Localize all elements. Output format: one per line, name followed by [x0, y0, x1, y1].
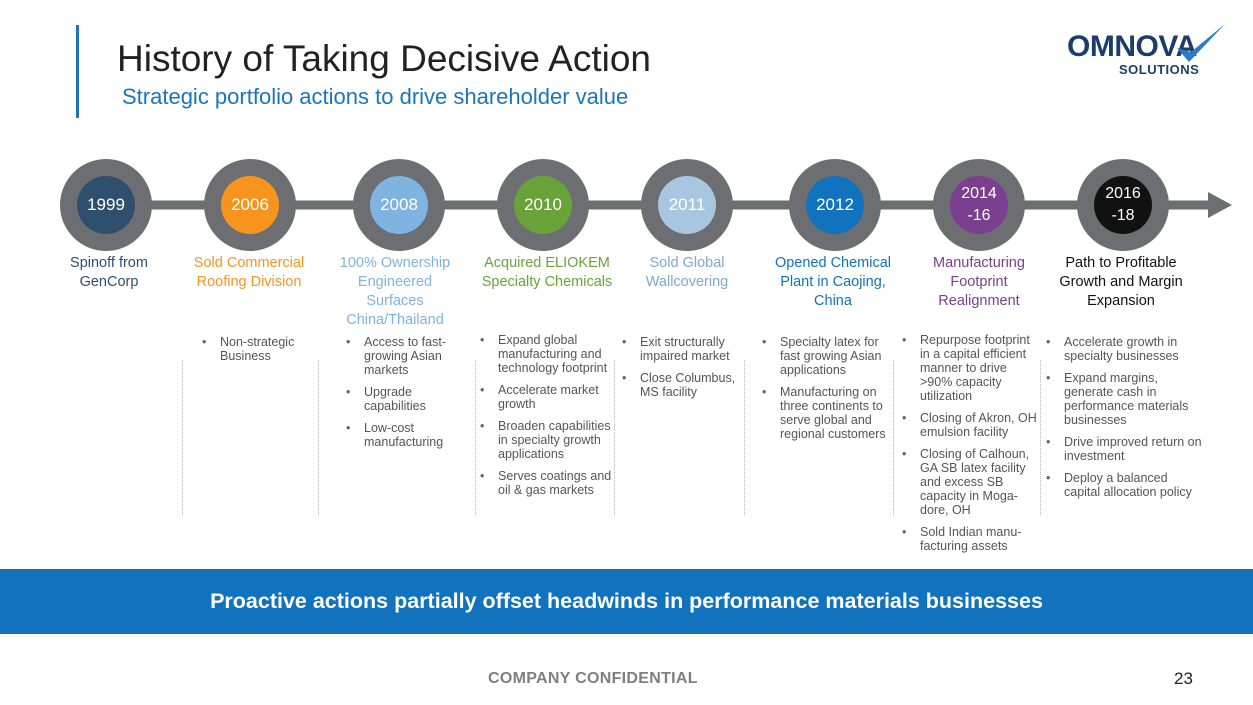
logo-check-icon	[1177, 24, 1225, 62]
milestone-year: 2010	[514, 176, 572, 234]
bullet-item: Expand margins, generate cash in perform…	[1046, 371, 1206, 427]
logo-wordmark: OMNOVA	[1067, 30, 1197, 63]
milestone-label: Spinoff from GenCorp	[70, 255, 148, 290]
bullet-item: Access to fast-growing Asian markets	[346, 335, 472, 377]
column-divider	[318, 360, 319, 515]
slide-subtitle: Strategic portfolio actions to drive sha…	[122, 84, 629, 109]
milestone-bullet-list: Non-strategic Business	[202, 335, 314, 371]
bullet-item: Close Columbus, MS facility	[622, 371, 740, 399]
bullet-item: Broaden capabilities in specialty growth…	[480, 419, 612, 461]
page-number: 23	[1174, 669, 1193, 688]
bullet-item: Accelerate market growth	[480, 383, 612, 411]
milestone-year: 2016 -18	[1094, 176, 1152, 234]
confidential-label: COMPANY CONFIDENTIAL	[488, 670, 698, 687]
milestone-year: 2011	[658, 176, 716, 234]
column-divider	[614, 360, 615, 515]
milestone-bullet-list: Repurpose footprint in a capital efficie…	[902, 333, 1040, 561]
bullet-item: Drive improved return on investment	[1046, 435, 1206, 463]
milestone-year: 2014 -16	[950, 176, 1008, 234]
bullet-item: Serves coatings and oil & gas markets	[480, 469, 612, 497]
bullet-item: Repurpose footprint in a capital efficie…	[902, 333, 1040, 403]
milestone-label: Sold Commercial Roofing Division	[193, 255, 305, 290]
milestone-label: Path to Profitable Growth and Margin Exp…	[1059, 255, 1183, 309]
column-divider	[1040, 360, 1041, 515]
milestone-circle: 1999	[60, 159, 152, 251]
milestone-year: 2012	[806, 176, 864, 234]
milestone-label: Acquired ELIOKEM Specialty Chemicals	[481, 255, 613, 290]
column-divider	[893, 360, 894, 515]
column-divider	[182, 360, 183, 515]
milestone-year: 2006	[221, 176, 279, 234]
milestone-circle: 2006	[204, 159, 296, 251]
banner-text: Proactive actions partially offset headw…	[210, 589, 1043, 613]
milestone-circle: 2012	[789, 159, 881, 251]
key-message-banner: Proactive actions partially offset headw…	[0, 569, 1253, 634]
milestone-label: Manufacturing Footprint Realignment	[933, 255, 1025, 309]
bullet-item: Expand global manufacturing and technolo…	[480, 333, 612, 375]
milestone-bullet-list: Expand global manufacturing and technolo…	[480, 333, 612, 505]
bullet-item: Non-strategic Business	[202, 335, 314, 363]
milestone-year: 2008	[370, 176, 428, 234]
milestone-circle: 2008	[353, 159, 445, 251]
bullet-item: Low-cost manufacturing	[346, 421, 472, 449]
bullet-item: Manufacturing on three continents to ser…	[762, 385, 892, 441]
bullet-item: Closing of Calhoun, GA SB latex facility…	[902, 447, 1040, 517]
milestone-label: Opened Chemical Plant in Caojing, China	[774, 255, 892, 309]
milestone-label: 100% Ownership Engineered Surfaces China…	[339, 255, 451, 328]
milestone-bullet-list: Exit structurally impaired marketClose C…	[622, 335, 740, 407]
milestone-bullet-list: Accelerate growth in specialty businesse…	[1046, 335, 1206, 507]
logo-subtext: SOLUTIONS	[1119, 62, 1200, 77]
company-logo: OMNOVA SOLUTIONS	[1063, 22, 1233, 82]
bullet-item: Accelerate growth in specialty businesse…	[1046, 335, 1206, 363]
bullet-item: Sold Indian manu-facturing assets	[902, 525, 1040, 553]
bullet-item: Exit structurally impaired market	[622, 335, 740, 363]
bullet-item: Upgrade capabilities	[346, 385, 472, 413]
column-divider	[475, 360, 476, 515]
milestone-circle: 2011	[641, 159, 733, 251]
timeline-arrow-icon	[1208, 192, 1232, 218]
column-divider	[744, 360, 745, 515]
milestone-circle: 2016 -18	[1077, 159, 1169, 251]
milestone-bullet-list: Access to fast-growing Asian marketsUpgr…	[346, 335, 472, 457]
milestone-label: Sold Global Wallcovering	[645, 255, 729, 290]
milestone-bullet-list: Specialty latex for fast growing Asian a…	[762, 335, 892, 449]
bullet-item: Specialty latex for fast growing Asian a…	[762, 335, 892, 377]
milestone-year: 1999	[77, 176, 135, 234]
bullet-item: Deploy a balanced capital allocation pol…	[1046, 471, 1206, 499]
slide-title: History of Taking Decisive Action	[117, 38, 651, 79]
bullet-item: Closing of Akron, OH emulsion facility	[902, 411, 1040, 439]
milestone-circle: 2014 -16	[933, 159, 1025, 251]
title-accent-bar	[76, 25, 79, 118]
milestone-circle: 2010	[497, 159, 589, 251]
